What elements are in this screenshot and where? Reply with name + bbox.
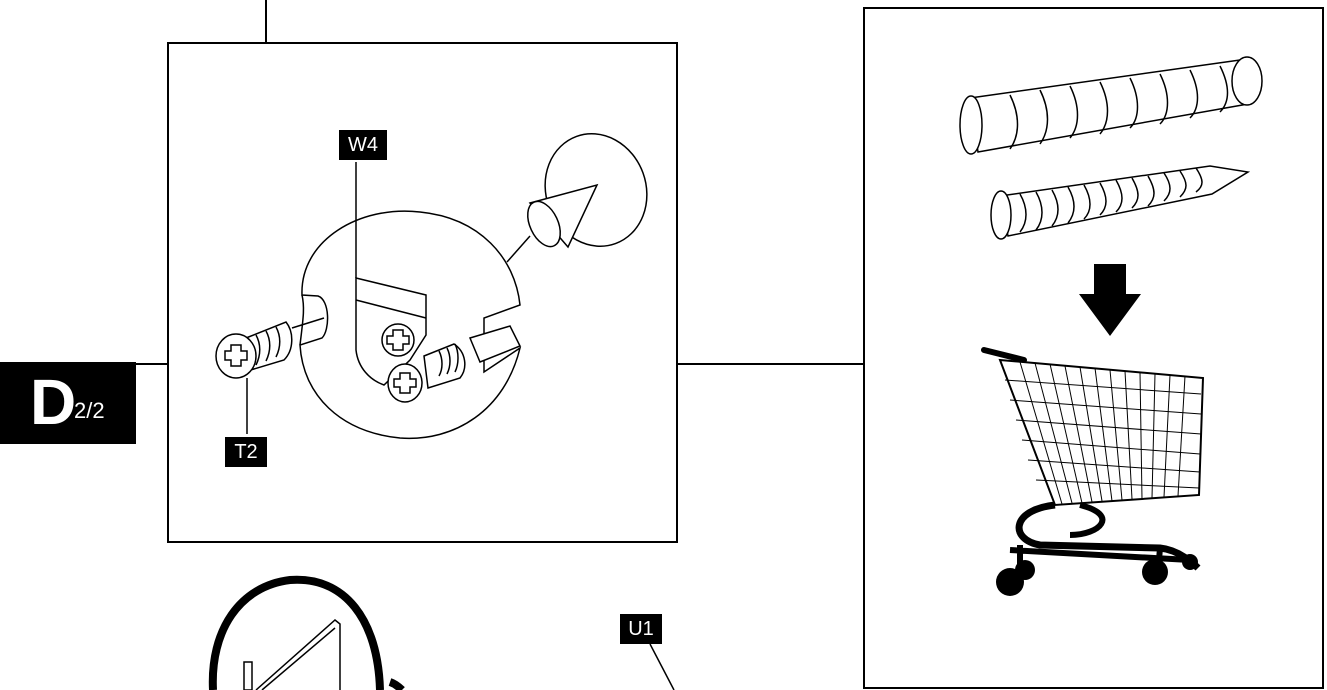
arrow-down-icon: [1079, 264, 1141, 336]
screw-icon: [215, 162, 357, 434]
part-tag-w4: W4: [339, 130, 387, 160]
u1-leader-line: [649, 643, 675, 690]
part-tag-u1: U1: [620, 614, 662, 644]
cart-wheels: [996, 554, 1198, 596]
step-fraction: 2/2: [74, 398, 105, 423]
screw-icon: [990, 165, 1251, 240]
hardware-panel: [863, 7, 1324, 689]
detail-panel: [167, 42, 678, 543]
step-letter: D: [30, 366, 77, 438]
cam-lock-icon: [299, 133, 648, 440]
bracket-icon: [243, 619, 341, 690]
shopping-cart-icon: [981, 347, 1205, 575]
step-badge: D 2/2: [0, 362, 136, 444]
wall-plug-icon: [959, 56, 1263, 155]
part-tag-t2: T2: [225, 437, 267, 467]
detail-circle: [208, 575, 405, 690]
